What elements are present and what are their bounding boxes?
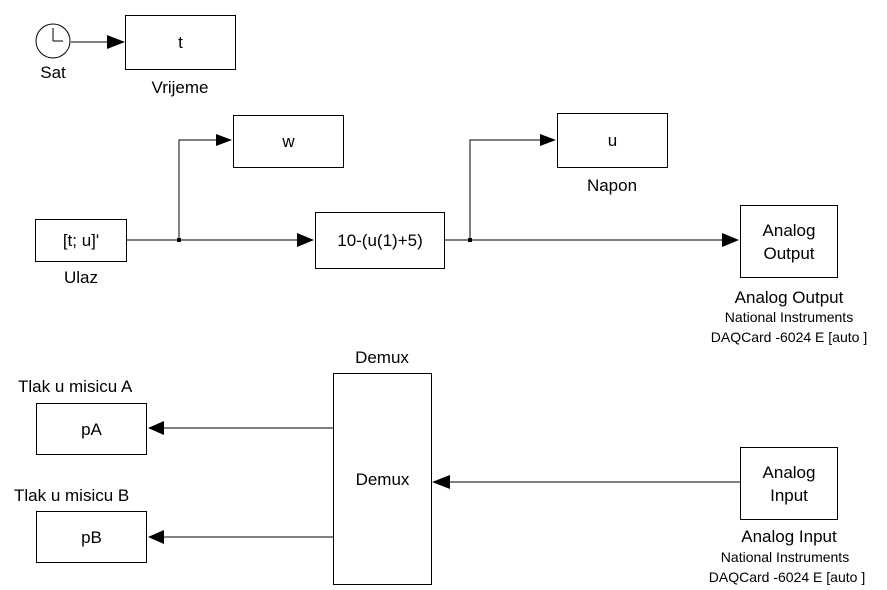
napon-label: Napon [586, 176, 638, 195]
arrowhead [216, 134, 232, 146]
analog-input-line1: Analog [762, 462, 816, 482]
napon-block[interactable]: u [557, 113, 668, 168]
analog-input-block[interactable]: Analog Input [740, 447, 838, 520]
pb-label: Tlak u misicu B [14, 486, 130, 505]
ulaz-block[interactable]: [t; u]' [35, 219, 127, 262]
w-text: w [282, 132, 295, 151]
analog-input-label: Analog Input [741, 527, 837, 546]
fcn-block[interactable]: 10-(u(1)+5) [315, 212, 445, 269]
ulaz-text: [t; u]' [62, 231, 100, 250]
demux-text: Demux [355, 469, 410, 489]
sat-label: Sat [40, 63, 66, 82]
fcn-text: 10-(u(1)+5) [337, 231, 423, 250]
arrowhead [148, 421, 164, 435]
analog-input-line2: Input [770, 485, 808, 505]
vrijeme-block[interactable]: t [125, 15, 236, 70]
arrowhead [540, 134, 556, 146]
napon-text: u [607, 131, 618, 150]
analog-output-label: Analog Output [734, 288, 844, 307]
signal-line[interactable] [469, 139, 542, 240]
arrowhead [722, 233, 739, 247]
pa-block[interactable]: pA [36, 403, 147, 455]
arrowhead [297, 233, 314, 247]
branch-point [468, 238, 472, 242]
arrowhead [148, 530, 164, 544]
branch-point [177, 238, 181, 242]
analog-output-block[interactable]: Analog Output [740, 205, 838, 278]
analog-output-sub1: National Instruments [724, 309, 854, 325]
arrowhead [432, 475, 450, 489]
signal-line[interactable] [178, 139, 218, 240]
analog-output-line1: Analog [762, 220, 816, 240]
analog-output-line2: Output [763, 243, 815, 263]
pa-text: pA [81, 419, 102, 439]
ulaz-label: Ulaz [63, 268, 99, 287]
demux-block[interactable]: Demux [333, 373, 432, 585]
arrowhead [107, 35, 125, 49]
pa-label: Tlak u misicu A [18, 377, 133, 396]
analog-output-sub2: DAQCard -6024 E [auto ] [710, 329, 868, 345]
analog-input-sub1: National Instruments [720, 549, 850, 565]
analog-input-sub2: DAQCard -6024 E [auto ] [708, 569, 866, 585]
vrijeme-text: t [178, 33, 183, 52]
pb-block[interactable]: pB [36, 511, 147, 563]
demux-label: Demux [355, 348, 409, 367]
vrijeme-label: Vrijeme [151, 78, 209, 97]
w-block[interactable]: w [233, 115, 344, 168]
pb-text: pB [81, 527, 102, 547]
clock-icon[interactable] [35, 23, 71, 59]
